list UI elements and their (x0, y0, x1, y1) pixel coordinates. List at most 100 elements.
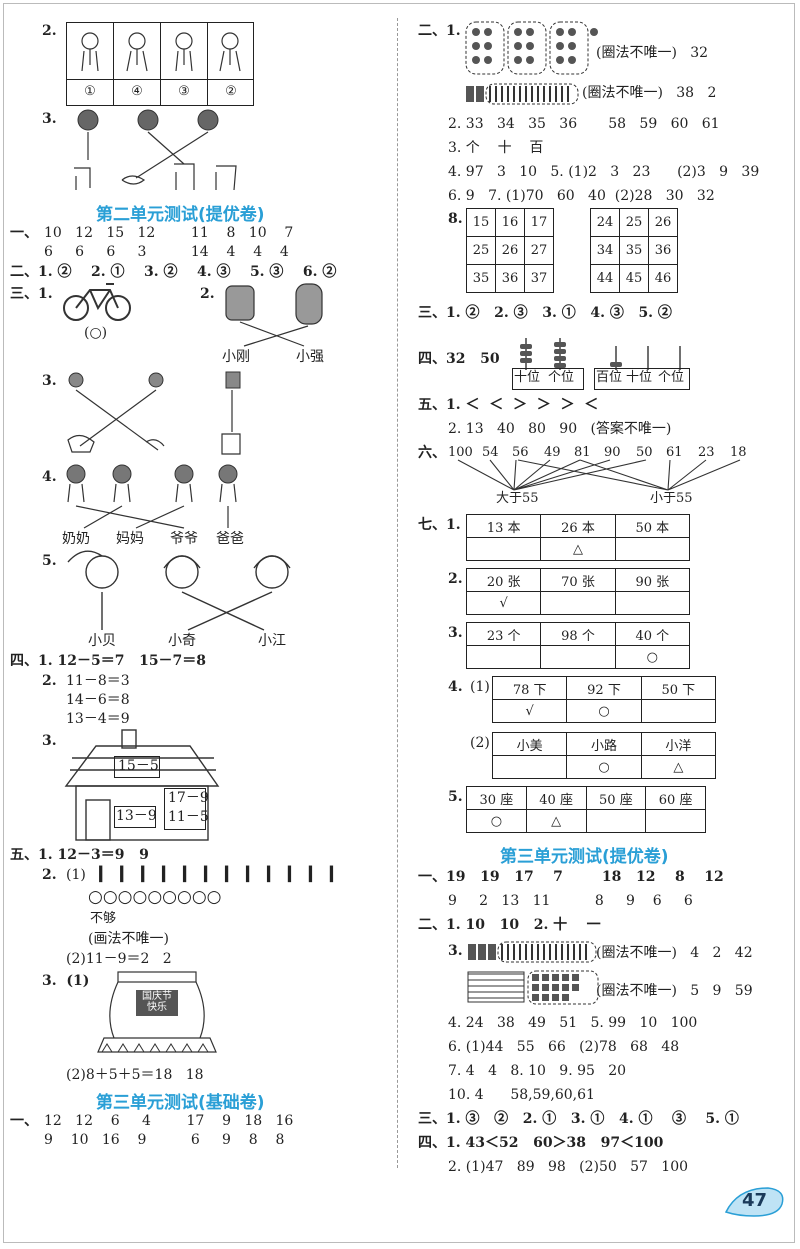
table-mark: √ (491, 699, 568, 723)
sticks-bundle-drawing (465, 21, 598, 75)
family-name-2: 妈妈 (116, 531, 144, 547)
table-head: 小路 (566, 732, 642, 756)
table-mark (465, 645, 542, 669)
table-head: 60 座 (645, 786, 706, 810)
column-divider (397, 18, 398, 1168)
abacus-drawings (520, 338, 681, 370)
table-mark (585, 809, 647, 833)
r6-num-4: 49 (544, 445, 561, 460)
grid-a-cell: 16 (495, 208, 525, 237)
u3b-2-3-note: (圈法不唯一) 4 2 42 (596, 945, 753, 961)
hat-name-2: 小奇 (168, 633, 196, 649)
u3b-2-4-answers: 4. 24 38 49 51 5. 99 10 100 (448, 1015, 698, 1031)
page-number: 47 (742, 1190, 768, 1211)
abacus-1-base (512, 368, 584, 390)
table-head: 50 座 (585, 786, 647, 810)
table-mark (465, 537, 542, 561)
grid-b-cell: 36 (648, 236, 678, 265)
r-section5-2: 2. 13 40 80 90 (答案不唯一) (448, 421, 672, 437)
family-name-1: 奶奶 (62, 531, 90, 547)
r2-3-answers: 3. 个 十 百 (448, 140, 544, 156)
unit2-test-title: 第二单元测试(提优卷) (96, 205, 265, 225)
u2-4-2-line1: 11－8＝3 (66, 673, 130, 689)
table-head: 92 下 (566, 676, 642, 700)
table-head: 26 本 (540, 514, 616, 538)
table-head: 78 下 (491, 676, 568, 700)
u2-5-2-number: 2. (42, 867, 57, 883)
u3b-2-7-answers: 7. 4 4 8. 10 9. 95 20 (448, 1063, 627, 1079)
circles-drawing: ○○○○○○○○○ (88, 887, 222, 907)
u2-3-4-number: 4. (42, 469, 57, 485)
u2-4-2-number: 2. (42, 673, 57, 689)
t5-number: 5. (448, 789, 463, 805)
house-window-right (164, 788, 206, 830)
page-frame (3, 3, 795, 1243)
backpack-matching (225, 283, 323, 347)
table-head: 50 下 (640, 676, 717, 700)
table-mark: ○ (566, 699, 642, 723)
grid-b-cell: 25 (619, 208, 649, 237)
grid-a-cell: 26 (495, 236, 525, 265)
table-head: 小美 (491, 732, 568, 756)
u2-5-3-part2: (2)8＋5＋5＝18 18 (66, 1067, 204, 1083)
abacus-label-tens-2: 十位 (626, 370, 653, 385)
table-head: 小洋 (640, 732, 717, 756)
names-table: 小美小路小洋 ○△ (491, 732, 717, 779)
u2-5-3-label: 3. (1) (42, 973, 90, 989)
kids-picture-table: ① ④ ③ ② (66, 22, 254, 106)
grid-a-cell: 27 (524, 236, 554, 265)
u3b-2-6-answers: 6. (1)44 55 66 (2)78 68 48 (448, 1039, 680, 1055)
u3b-section1-row1: 一、19 19 17 7 18 12 8 12 (418, 869, 724, 885)
t4a-label: (1) (470, 679, 490, 695)
grid-a-cell: 36 (495, 264, 525, 293)
q3-number: 3. (42, 111, 57, 127)
u2-3-2-number: 2. (200, 286, 215, 302)
house-label-1: 15－5 (118, 758, 159, 774)
house-window-left (114, 806, 156, 828)
abacus-label-ones-2: 个位 (658, 370, 685, 385)
r2-1-note: (圈法不唯一) 32 (596, 45, 709, 61)
drawing-note: (画法不唯一) (88, 931, 169, 947)
table-head: 70 张 (540, 568, 616, 592)
u2-4-2-line2: 14－6＝8 (66, 692, 130, 708)
kid-label-3: ③ (178, 84, 190, 99)
u3b-2-3-note2: (圈法不唯一) 5 9 59 (596, 983, 753, 999)
family-matching (66, 464, 238, 529)
r2-4-answers: 4. 97 3 10 5. (1)2 3 23 (2)3 9 39 (448, 164, 760, 180)
kid-label-1: ① (84, 84, 96, 99)
family-name-3: 爷爷 (170, 531, 198, 547)
u2-section2-answers: 二、1. ② 2. ① 3. ② 4. ③ 5. ③ 6. ② (10, 264, 337, 280)
page-number-badge-icon (724, 1187, 784, 1217)
u3b-section4-1: 四、1. 43＜52 60＞38 97＜100 (418, 1135, 664, 1151)
house-label-3: 17－9 (168, 790, 209, 806)
u3b-2-10-answers: 10. 4 58,59,60,61 (448, 1087, 595, 1103)
u3a-section1-row2: 9 10 16 9 6 9 8 8 (44, 1132, 285, 1148)
family-name-4: 爸爸 (216, 531, 244, 547)
u2-section1-row1: 10 12 15 12 11 8 10 7 (44, 225, 294, 241)
table-mark: ○ (614, 645, 691, 669)
grid-b-cell: 24 (590, 208, 620, 237)
table-mark: ○ (566, 755, 642, 779)
table-mark (491, 755, 568, 779)
r6-num-7: 50 (636, 445, 653, 460)
table-mark (540, 591, 616, 615)
not-enough-label: 不够 (90, 911, 117, 926)
table-head: 50 本 (614, 514, 691, 538)
r6-greater-label: 大于55 (496, 491, 539, 506)
grid-b-cell: 26 (648, 208, 678, 237)
house-label-2: 13－9 (116, 808, 157, 824)
unit3-basic-test-title: 第三单元测试(基础卷) (96, 1093, 265, 1113)
grid-a-cell: 17 (524, 208, 554, 237)
t2-number: 2. (448, 571, 463, 587)
backpack-name-1: 小刚 (222, 349, 250, 365)
r-section6-label: 六、 (418, 445, 446, 461)
u2-section1-row2: 6 6 6 3 14 4 4 4 (44, 244, 289, 260)
table-mark: √ (465, 591, 542, 615)
table-mark: ○ (466, 809, 527, 833)
r6-num-8: 61 (666, 445, 683, 460)
abacus-label-ones-1: 个位 (548, 370, 575, 385)
